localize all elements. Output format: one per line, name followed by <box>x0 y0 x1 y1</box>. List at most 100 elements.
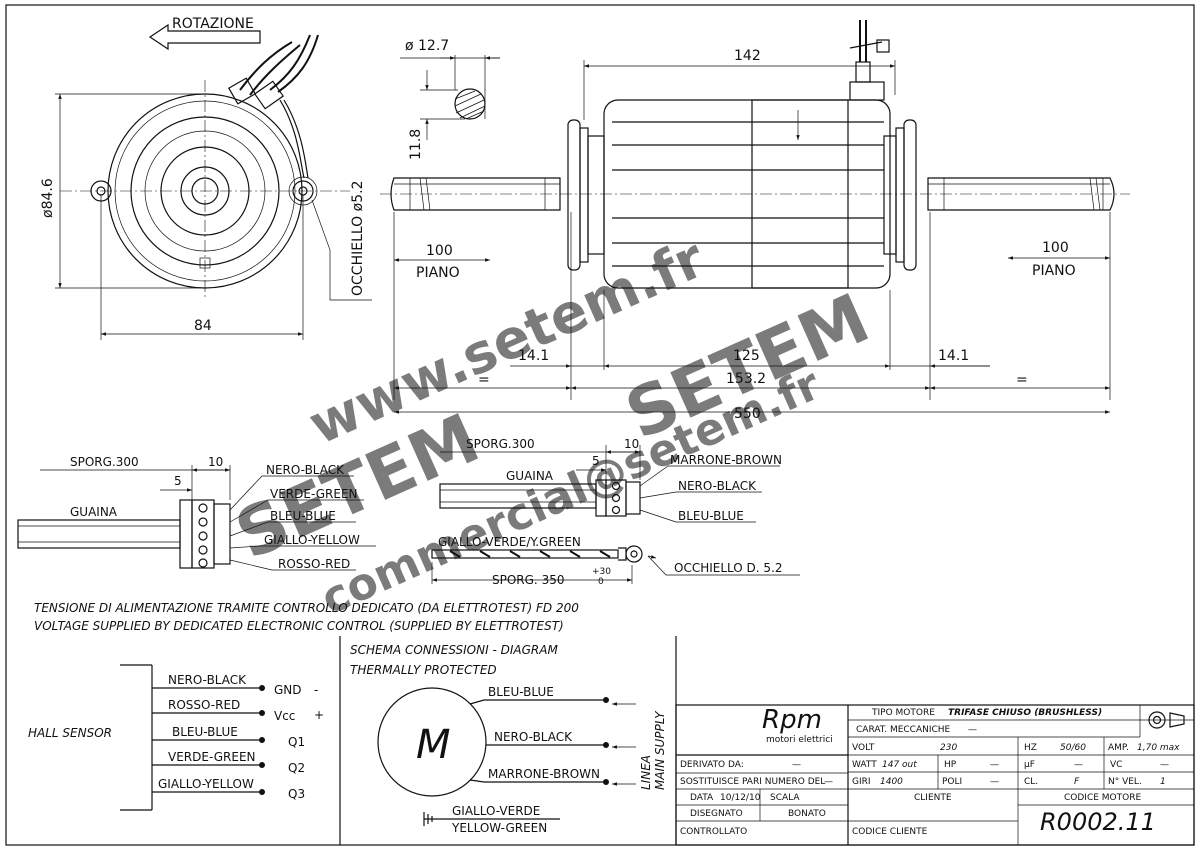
hall-signal-q2: Q2 <box>288 761 305 775</box>
hall-signal-vcc: Vcc <box>274 709 295 723</box>
right-shaft <box>927 177 1115 211</box>
flat-dim: 11.8 <box>408 129 424 160</box>
tb-amp-value: 1,70 max <box>1137 743 1180 753</box>
logo: Rpm <box>762 705 822 735</box>
tb-vc-label: VC <box>1110 760 1122 770</box>
projection-symbol-icon <box>1148 711 1185 729</box>
piano-right: PIANO <box>1032 263 1076 279</box>
dim-142: 142 <box>734 48 761 64</box>
schema-ground-2: YELLOW-GREEN <box>451 821 547 835</box>
tb-disegnato-label: DISEGNATO <box>690 809 743 819</box>
tb-volt-value: 230 <box>940 743 957 753</box>
eyelet-dim: OCCHIELLO ø5.2 <box>350 181 366 296</box>
tb-codice-motore-label: CODICE MOTORE <box>1064 793 1141 803</box>
hall-signal-q3: Q3 <box>288 787 305 801</box>
cable-right-10: 10 <box>624 437 639 451</box>
dim-125: 125 <box>733 348 760 364</box>
diameter-dim: ø84.6 <box>40 178 56 218</box>
dim-153-2: 153.2 <box>726 371 766 387</box>
note-line-1: TENSIONE DI ALIMENTAZIONE TRAMITE CONTRO… <box>34 601 579 615</box>
cable-left-wire-3: BLEU-BLUE <box>270 509 336 523</box>
tb-scala-label: SCALA <box>770 793 800 803</box>
tb-giri-value: 1400 <box>880 777 903 787</box>
cable-right-ground: GIALLO-VERDE/Y.GREEN <box>438 535 581 549</box>
cable-left-wire-4: GIALLO-YELLOW <box>264 533 360 547</box>
dim-100-right: 100 <box>1042 240 1069 256</box>
left-shaft <box>390 177 561 211</box>
cable-left-guaina: GUAINA <box>70 505 118 519</box>
cable-right-wire-1: MARRONE-BROWN <box>670 453 782 467</box>
hall-wire-2: ROSSO-RED <box>168 698 240 712</box>
cable-right: SPORG.300 10 5 GUAINA MARRONE-BROWN NERO… <box>431 437 800 587</box>
cable-left-10: 10 <box>208 455 223 469</box>
rotation-arrow-icon <box>148 23 261 51</box>
tb-codice-motore-value: R0002.11 <box>1040 808 1156 836</box>
tb-hp-value: — <box>990 760 999 770</box>
hall-wire-1: NERO-BLACK <box>168 673 247 687</box>
motor-body <box>603 20 891 289</box>
tb-cliente-label: CLIENTE <box>914 793 952 803</box>
ground-icon <box>423 812 560 826</box>
schema-ground-1: GIALLO-VERDE <box>452 804 540 818</box>
tb-carat-label: CARAT. MECCANICHE <box>856 725 951 735</box>
schema-title-2: THERMALLY PROTECTED <box>350 663 497 677</box>
logo-sub: motori elettrici <box>766 735 833 745</box>
equal-right: = <box>1016 372 1028 388</box>
tb-tipo-label: TIPO MOTORE <box>871 708 935 718</box>
shaft-section: ø 12.7 11.8 <box>400 38 500 160</box>
schema-linea: LINEA <box>639 755 653 790</box>
tb-data-label: DATA <box>690 793 714 803</box>
cable-right-eyelet: OCCHIELLO D. 5.2 <box>674 561 783 575</box>
tb-derivato-value: — <box>792 760 801 770</box>
hall-title: HALL SENSOR <box>28 726 112 740</box>
tb-watt-label: WATT <box>852 760 877 770</box>
hall-signal-gnd: GND <box>274 683 302 697</box>
schema-wire-2: NERO-BLACK <box>494 730 573 744</box>
tb-uf-value: — <box>1074 760 1083 770</box>
tb-volt-label: VOLT <box>852 743 875 753</box>
cable-right-sporg-350: SPORG. 350 <box>492 573 564 587</box>
schema-title-1: SCHEMA CONNESSIONI - DIAGRAM <box>350 643 558 657</box>
motor-front-circles <box>90 77 318 289</box>
drawing-frame <box>5 4 1195 846</box>
dim-14-1-right: 14.1 <box>938 348 969 364</box>
width-dim: 84 <box>194 318 212 334</box>
dim-100-left: 100 <box>426 243 453 259</box>
tb-cl-label: CL. <box>1024 777 1038 787</box>
hall-sensor-diagram: HALL SENSOR NERO-BLACK ROSSO-RED BLEU-BL… <box>28 664 324 811</box>
tb-nvel-label: N° VEL. <box>1108 777 1142 787</box>
front-cables <box>239 34 319 179</box>
tb-hz-value: 50/60 <box>1060 743 1086 753</box>
tb-uf-label: µF <box>1024 760 1035 770</box>
hall-wire-3: BLEU-BLUE <box>172 725 238 739</box>
flanges <box>567 119 917 271</box>
tb-carat-value: — <box>968 725 977 735</box>
hall-sign-plus: + <box>314 708 324 722</box>
title-block: Rpm motori elettrici TIPO MOTORE TRIFASE… <box>675 704 1195 846</box>
tb-watt-value: 147 out <box>882 760 917 770</box>
tb-hz-label: HZ <box>1024 743 1037 753</box>
cable-right-sporg: SPORG.300 <box>466 437 535 451</box>
tb-hp-label: HP <box>944 760 957 770</box>
cable-right-tol-zero: 0 <box>598 577 604 587</box>
tb-amp-label: AMP. <box>1108 743 1129 753</box>
cable-right-wire-3: BLEU-BLUE <box>678 509 744 523</box>
cable-left-wire-1: NERO-BLACK <box>266 463 345 477</box>
tb-sostituisce-label: SOSTITUISCE PARI NUMERO DEL <box>680 777 825 787</box>
cable-left-wire-5: ROSSO-RED <box>278 557 350 571</box>
schema-wire-1: BLEU-BLUE <box>488 685 554 699</box>
hall-sign-minus: - <box>314 683 318 697</box>
note-line-2: VOLTAGE SUPPLIED BY DEDICATED ELECTRONIC… <box>34 619 564 633</box>
dim-14-1-left: 14.1 <box>518 348 549 364</box>
side-view: ø 12.7 11.8 <box>380 20 1130 422</box>
rotation-label: ROTAZIONE <box>172 16 254 32</box>
cable-left-5: 5 <box>174 474 182 488</box>
equal-left: = <box>478 372 490 388</box>
piano-left: PIANO <box>416 265 460 281</box>
hall-signal-q1: Q1 <box>288 735 305 749</box>
cable-left: SPORG.300 10 5 GUAINA NERO-BLACK VERDE-G… <box>17 455 376 571</box>
schema-wire-3: MARRONE-BROWN <box>488 767 600 781</box>
tb-poli-value: — <box>990 777 999 787</box>
cable-right-5: 5 <box>592 454 600 468</box>
